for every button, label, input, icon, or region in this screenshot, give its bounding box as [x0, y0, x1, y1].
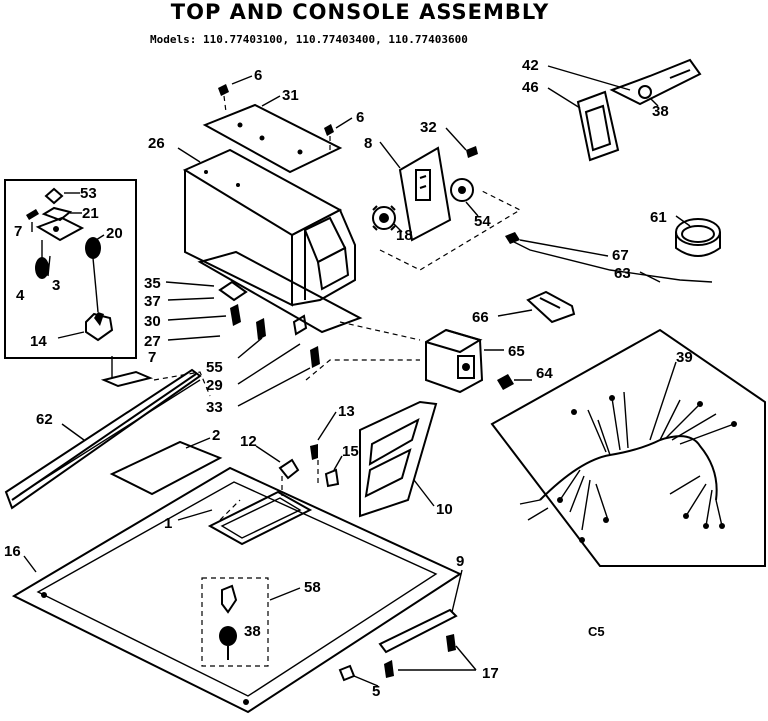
part-4-knob — [35, 257, 49, 279]
model-numbers: Models: 110.77403100, 110.77403400, 110.… — [150, 33, 468, 46]
callout-7a: 7 — [14, 223, 22, 240]
console-bottom-plate — [197, 250, 363, 368]
top-right-parts — [576, 58, 702, 162]
callout-18: 18 — [396, 227, 413, 244]
part-16-top-panel — [11, 466, 463, 714]
callout-27: 27 — [144, 333, 161, 350]
callout-54: 54 — [474, 213, 491, 230]
part-63-wire — [505, 232, 713, 283]
part-21-bracket — [41, 206, 73, 222]
callout-7b: 7 — [148, 349, 156, 366]
control-bracket-group — [372, 146, 522, 271]
callout-6b: 6 — [356, 109, 364, 126]
callout-1: 1 — [164, 515, 172, 532]
callout-15: 15 — [342, 443, 359, 460]
callout-64: 64 — [536, 365, 553, 382]
part-9-rail — [338, 608, 458, 682]
inset-detail-box — [4, 179, 137, 359]
callout-26: 26 — [148, 135, 165, 152]
callout-38b: 38 — [244, 623, 261, 640]
part-64-screw — [497, 374, 514, 390]
callout-8: 8 — [364, 135, 372, 152]
part-61-ring — [675, 218, 721, 257]
part-58-kit-box — [201, 577, 301, 667]
callout-16: 16 — [4, 543, 21, 560]
callout-9: 9 — [456, 553, 464, 570]
part-6-screws — [218, 75, 353, 150]
callout-2: 2 — [212, 427, 220, 444]
callout-33: 33 — [206, 399, 223, 416]
callout-61: 61 — [650, 209, 667, 226]
part-5-nut — [338, 664, 356, 682]
callout-30: 30 — [144, 313, 161, 330]
callout-35: 35 — [144, 275, 161, 292]
callout-42: 42 — [522, 57, 539, 74]
part-15-clip — [324, 468, 340, 488]
callout-53: 53 — [80, 185, 97, 202]
callout-13: 13 — [338, 403, 355, 420]
part-46-frame — [576, 90, 620, 162]
callout-55: 55 — [206, 359, 223, 376]
part-31-plate — [202, 103, 343, 174]
callout-3: 3 — [52, 277, 60, 294]
callout-62: 62 — [36, 411, 53, 428]
callout-63: 63 — [614, 265, 631, 282]
part-3-bracket — [35, 216, 85, 242]
callout-labels: 53 21 20 7 3 4 14 6 31 6 26 32 8 54 18 4… — [4, 57, 693, 700]
part-65-switch — [425, 328, 514, 394]
part-13-screw — [310, 444, 318, 460]
diagram-title: TOP AND CONSOLE ASSEMBLY — [170, 0, 550, 24]
callout-12: 12 — [240, 433, 257, 450]
part-42-bracket — [609, 58, 702, 106]
part-26-console — [182, 148, 356, 307]
part-20-knob — [85, 237, 101, 259]
part-7-rod — [100, 370, 154, 388]
callout-20: 20 — [106, 225, 123, 242]
callout-46: 46 — [522, 79, 539, 96]
part-7-screw — [26, 209, 39, 220]
callout-4: 4 — [16, 287, 25, 304]
callout-37: 37 — [144, 293, 161, 310]
callout-32: 32 — [420, 119, 437, 136]
part-62-rail — [4, 368, 202, 510]
callout-21: 21 — [82, 205, 99, 222]
part-53-clip — [44, 187, 64, 205]
callout-10: 10 — [436, 501, 453, 518]
part-10-panel — [359, 400, 438, 518]
callout-17: 17 — [482, 665, 499, 682]
part-2-panel — [109, 440, 223, 496]
callout-65: 65 — [508, 343, 525, 360]
callout-29: 29 — [206, 377, 223, 394]
part-14-base — [85, 312, 114, 342]
part-12-clip — [278, 458, 300, 480]
callout-66: 66 — [472, 309, 489, 326]
callout-leaders — [23, 65, 691, 687]
diagram-code: C5 — [588, 624, 605, 639]
callout-38a: 38 — [652, 103, 669, 120]
part-39-wiring-harness-box — [490, 328, 766, 567]
callout-67: 67 — [612, 247, 629, 264]
callout-39: 39 — [676, 349, 693, 366]
callout-14: 14 — [30, 333, 47, 350]
callout-31: 31 — [282, 87, 299, 104]
callout-5: 5 — [372, 683, 380, 700]
callout-58: 58 — [304, 579, 321, 596]
leader-dashed-lines — [153, 321, 421, 521]
callout-6a: 6 — [254, 67, 262, 84]
part-66-part — [526, 290, 576, 324]
part-8-bracket — [398, 146, 452, 242]
part-32-screw — [466, 146, 478, 158]
